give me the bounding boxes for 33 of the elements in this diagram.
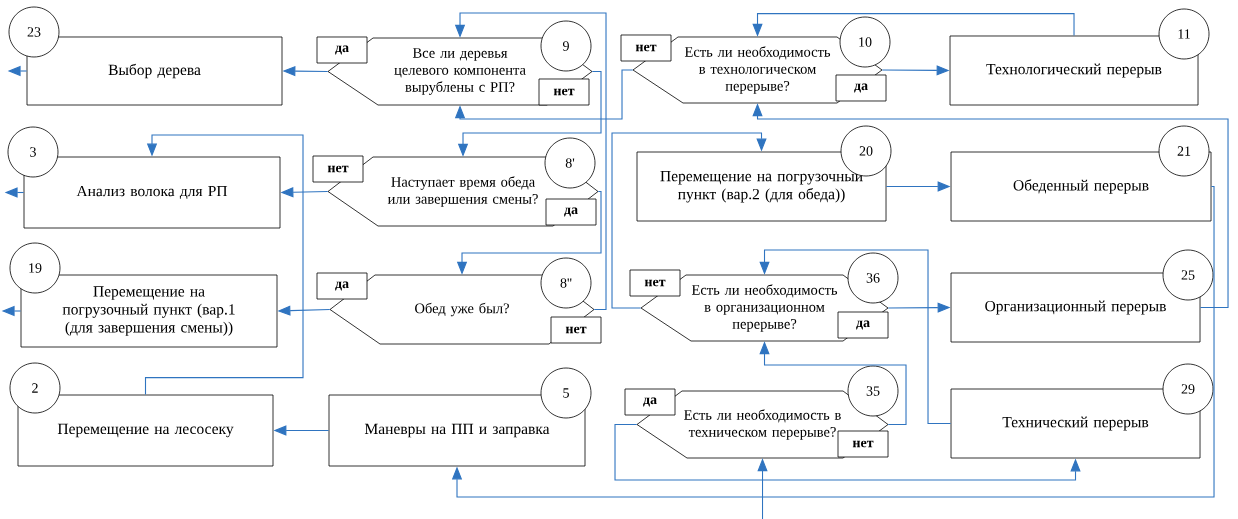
- edge-label: нет: [550, 316, 602, 344]
- edge-label: да: [835, 74, 887, 102]
- arrow: [144, 134, 304, 396]
- process-box: Перемещение на погрузочный пункт (вар.1 (для завершения смены)) 19: [9, 242, 278, 348]
- arrow: [752, 13, 1075, 37]
- process-box: Анализ волока для РП 3: [7, 126, 281, 229]
- node-label: 19: [29, 263, 42, 273]
- node-label: 3: [30, 147, 36, 157]
- process-box: Обеденный перерыв 21: [950, 125, 1212, 222]
- arrow: [611, 132, 767, 309]
- edge-label: нет: [629, 269, 681, 297]
- process-box: Технический перерыв 29: [950, 363, 1214, 459]
- arrow: [454, 69, 634, 120]
- edge-label: да: [316, 272, 368, 300]
- process-box: Организационный перерыв 25: [950, 249, 1214, 343]
- edge-label: нет: [620, 34, 672, 62]
- node-label: 23: [27, 27, 41, 37]
- edge-label: да: [316, 36, 368, 64]
- node-label: 2: [32, 383, 38, 393]
- edge-label: нет: [312, 155, 364, 183]
- edge-label: нет: [837, 430, 889, 458]
- edge-label: нет: [538, 78, 590, 106]
- edge-label: да: [837, 311, 889, 339]
- process-box: Перемещение на погрузочный пункт (вар.2 (для обеда)) 20: [636, 125, 892, 222]
- process-box: Перемещение на лесосеку 2: [9, 362, 274, 467]
- edge-label: да: [624, 388, 676, 416]
- arrow: [614, 423, 1081, 481]
- arrow: [451, 185, 1215, 498]
- process-box: Выбор дерева 23: [8, 6, 283, 106]
- process-box: Технологический перерыв 11: [949, 8, 1210, 106]
- edge-label: да: [545, 198, 597, 226]
- process-box: Маневры на ПП и заправка 5: [328, 367, 592, 467]
- arrow: [759, 249, 952, 425]
